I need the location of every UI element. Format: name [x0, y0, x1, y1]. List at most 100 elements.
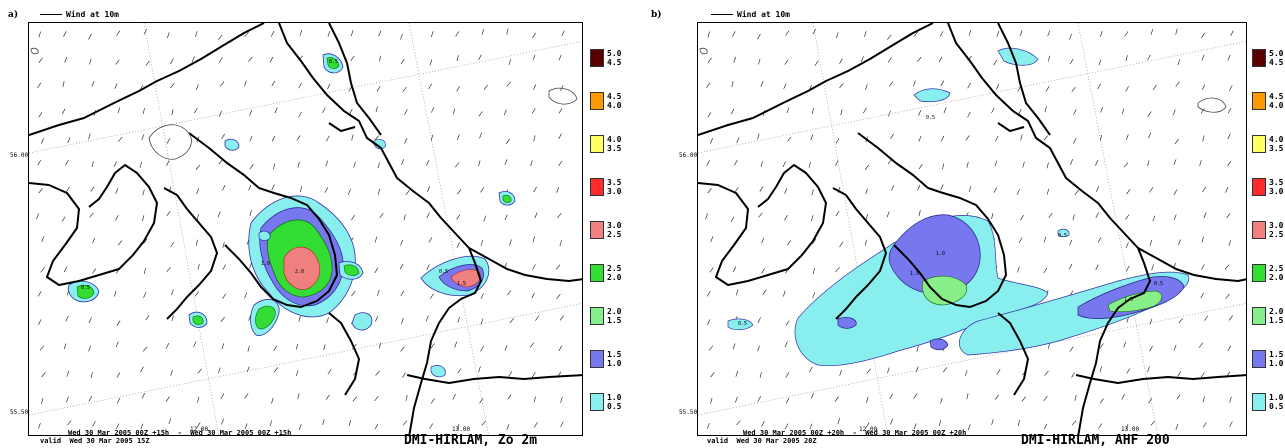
wind-vector: [707, 57, 712, 63]
wind-vector: [479, 398, 484, 404]
wind-vector: [171, 289, 174, 296]
wind-vector: [967, 424, 971, 430]
wind-vector: [735, 396, 738, 403]
wind-vector: [533, 135, 536, 142]
wind-vector: [297, 161, 300, 168]
wind-vector: [1202, 396, 1205, 403]
wind-vector: [41, 372, 46, 378]
wind-vector: [244, 292, 248, 299]
wind-vector: [196, 213, 199, 221]
wind-vector: [555, 264, 561, 270]
wind-vector: [115, 215, 119, 221]
wind-vector: [66, 370, 70, 377]
wind-vector: [1227, 345, 1232, 352]
wind-vector: [403, 214, 406, 221]
wind-vector: [1125, 86, 1129, 92]
panel-title: DMI-HIRLAM, Zo 2m: [404, 433, 538, 448]
scale-upper-label: 2.5: [607, 264, 622, 273]
contour-label: 0.5: [439, 269, 448, 275]
wind-vector: [222, 185, 226, 191]
panel-a: a) Wind at 10m 56.00 55.50: [0, 0, 642, 448]
wind-vector: [785, 320, 790, 326]
scale-upper-label: 2.5: [1269, 264, 1284, 273]
wind-vector: [757, 317, 761, 324]
wind-vector: [509, 318, 515, 324]
lat-lon-grid: [29, 23, 582, 435]
wind-vector: [271, 397, 274, 404]
wind-vector: [92, 420, 96, 427]
wind-vector: [118, 136, 123, 142]
wind-vector: [835, 138, 840, 144]
wind-vector: [1069, 346, 1074, 352]
wind-vector: [760, 80, 764, 87]
wind-vector: [865, 188, 868, 195]
wind-vector: [888, 110, 891, 117]
wind-vector: [218, 34, 223, 40]
wind-vector: [483, 215, 487, 222]
wind-vector: [401, 159, 405, 165]
wind-vector: [866, 396, 869, 403]
wind-vector: [426, 212, 430, 219]
scale-lower-label: 3.5: [1269, 144, 1284, 153]
wind-vector: [271, 135, 276, 142]
scale-swatch: [1252, 393, 1266, 411]
wind-vector: [968, 29, 972, 36]
wind-vector: [113, 161, 117, 168]
wind-vector: [145, 315, 150, 321]
wind-vector: [88, 33, 92, 40]
wind-vector: [218, 57, 223, 63]
wind-vector: [480, 239, 484, 246]
lon-label-12: 12.00: [859, 426, 878, 433]
wind-vector: [454, 162, 460, 168]
wind-vector: [1199, 160, 1202, 167]
wind-vector: [965, 135, 970, 141]
wind-vector: [761, 237, 765, 244]
wind-vector: [39, 345, 45, 351]
wind-vector: [249, 135, 253, 142]
wind-vector: [194, 291, 199, 297]
wind-vector: [428, 83, 433, 90]
wind-vector: [456, 55, 459, 62]
contour-label: 0.5: [1154, 281, 1163, 287]
wind-vector: [114, 83, 118, 90]
scale-swatch: [590, 221, 604, 239]
minor-coastlines: [699, 47, 1227, 113]
wind-vector: [864, 84, 868, 90]
wind-vector: [426, 160, 430, 166]
wind-vector: [41, 138, 45, 144]
wind-vector: [115, 59, 120, 65]
wind-vector: [814, 60, 819, 66]
wind-vector: [1095, 264, 1099, 271]
wind-legend-label: Wind at 10m: [66, 10, 119, 19]
wind-vector: [561, 30, 565, 37]
wind-vector: [918, 163, 923, 170]
scale-lower-label: 0.5: [607, 402, 622, 411]
wind-vector: [61, 216, 66, 223]
wind-vector: [1148, 132, 1152, 139]
wind-vector: [63, 266, 68, 273]
wind-vector: [91, 161, 94, 168]
wind-vector: [1121, 108, 1125, 115]
wind-vector: [429, 59, 433, 66]
wind-vector: [429, 293, 434, 299]
wind-vector: [166, 160, 170, 166]
wind-vector: [377, 188, 381, 195]
contour-label-group: 1.0 2.0 0.5 1.5 0.5 0.5: [81, 59, 466, 291]
wind-vector: [783, 83, 787, 90]
scale-lower-label: 4.5: [1269, 58, 1284, 67]
wind-vector: [115, 341, 119, 348]
wind-vector: [533, 84, 537, 91]
wind-vector: [1044, 370, 1049, 376]
wind-vector: [38, 31, 41, 38]
wind-vector: [735, 370, 739, 377]
wind-vector: [1123, 162, 1129, 168]
wind-vector: [1096, 186, 1100, 192]
wind-vector: [196, 188, 199, 195]
wind-vector: [1071, 420, 1077, 426]
wind-vector: [835, 210, 840, 217]
wind-vector: [918, 109, 922, 116]
wind-vector: [1072, 214, 1075, 221]
wind-vector: [244, 393, 249, 399]
